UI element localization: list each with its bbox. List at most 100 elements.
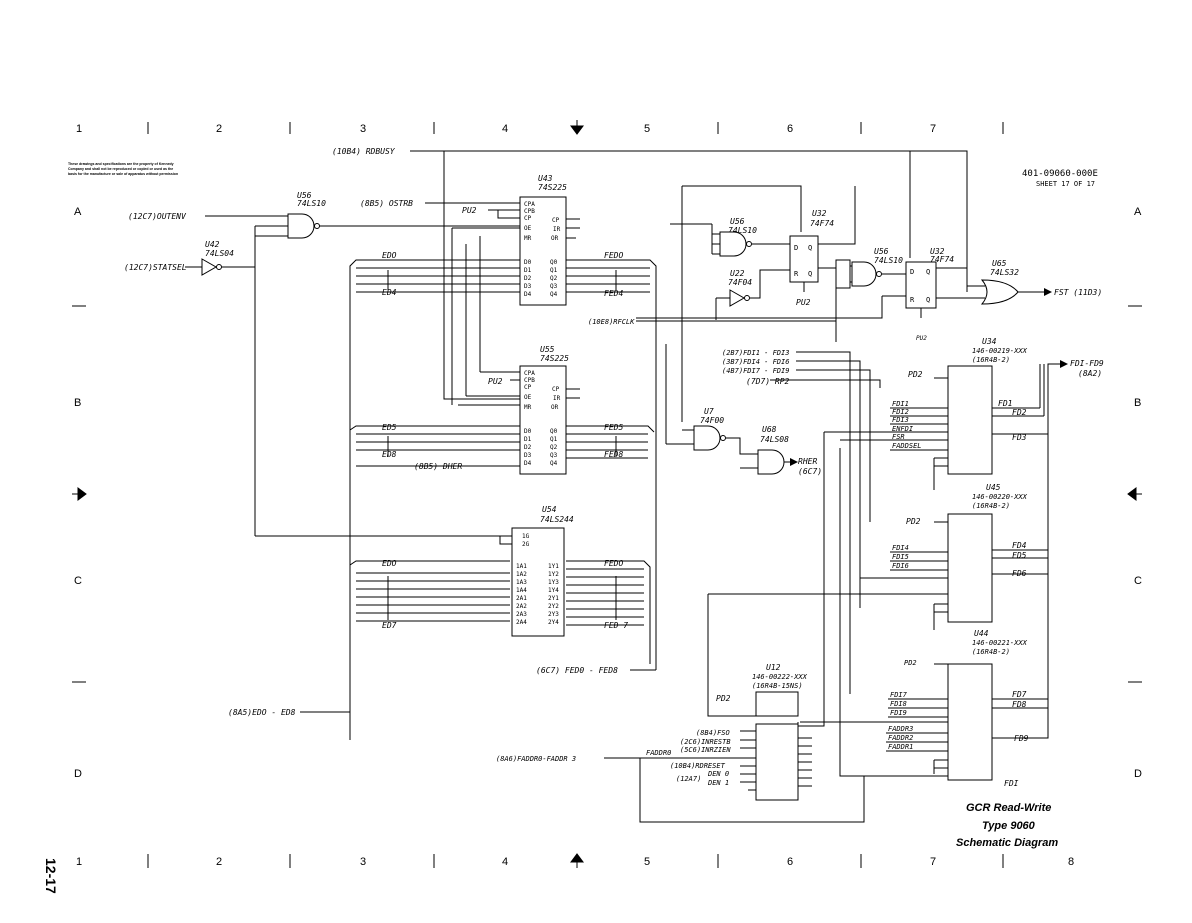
sheet-label: SHEET 17 OF 17 — [1036, 180, 1095, 188]
u22-gate — [729, 289, 746, 307]
u12-in-rdreset: (10B4)RDRESET — [670, 762, 726, 770]
u45-wires — [708, 521, 948, 630]
u34-in-faddsel: FADDSEL — [892, 442, 922, 450]
grid-col-2: 2 — [216, 123, 222, 135]
copyright-notice: These drawings and specifications are th… — [68, 162, 178, 176]
label-ed5: ED5 — [382, 423, 397, 432]
u43-pin-cpa: CPA — [524, 201, 535, 208]
label-ed4: ED4 — [382, 288, 397, 297]
u22-wires — [715, 269, 790, 320]
u44-in-faddr3: FADDR3 — [888, 725, 913, 733]
u34-ref: U34 — [982, 337, 997, 346]
grid-row-b-right: B — [1134, 397, 1141, 409]
u43-pin-d3: D3 — [524, 283, 532, 290]
u65-part: 74LS32 — [990, 268, 1019, 277]
u45-in-fdi6: FDI6 — [892, 562, 909, 570]
u54-pin-1a2: 1A2 — [516, 571, 527, 578]
copyright-line-2: Company and shall not be reproduced or c… — [68, 167, 173, 171]
u56b-ref: U56 — [730, 217, 745, 226]
u43-pin-cpb: CPB — [524, 208, 535, 215]
u55-pin-cpa: CPA — [524, 370, 535, 377]
u32b-pu2: PU2 — [916, 335, 927, 342]
u44-fd8: FD8 — [1012, 700, 1027, 709]
u32a-part: 74F74 — [810, 219, 834, 228]
u44-chip — [947, 663, 993, 781]
u43-pin-oe: OE — [524, 225, 532, 232]
u12-clock-section — [755, 691, 799, 717]
label-ed7: ED7 — [382, 621, 397, 630]
grid-col-5: 5 — [644, 123, 650, 135]
u56c-gate — [851, 261, 877, 287]
u55-pin-q2: Q2 — [550, 444, 558, 451]
u43-chip — [519, 196, 567, 306]
u32a-pu2: PU2 — [796, 298, 811, 307]
u42-bubble — [216, 264, 222, 270]
u54-pin-2y3: 2Y3 — [548, 611, 559, 618]
label-fst: FST (11D3) — [1054, 288, 1102, 297]
grid-row-c-left: C — [74, 575, 82, 587]
u44-fdi-end: FDI — [1004, 779, 1019, 788]
label-rfclk: (10E8)RFCLK — [588, 318, 635, 326]
u54-pin-2a1: 2A1 — [516, 595, 527, 602]
u56b-bubble — [746, 241, 752, 247]
u56a-gate — [287, 213, 315, 239]
u45-inputs: FDI4 FDI5 FDI6 — [892, 544, 909, 570]
u34-part: 146-00219-XXX — [972, 347, 1028, 355]
grid-bcol-2: 2 — [216, 856, 222, 868]
u43-pin-cp: CP — [524, 215, 532, 222]
u12-in-den0: DEN 0 — [707, 770, 729, 778]
u7-bubble — [720, 435, 726, 441]
u7-gate — [693, 425, 721, 451]
u54-pin-2a3: 2A3 — [516, 611, 527, 618]
u43-pin-q3: Q3 — [550, 283, 558, 290]
u32b-d: D — [910, 268, 914, 276]
grid-bcol-8: 8 — [1068, 856, 1074, 868]
label-statsel: (12C7)STATSEL — [124, 263, 187, 272]
u54-pin-1a1: 1A1 — [516, 563, 527, 570]
label-fdi4-6: (3B7)FDI4 - FDI6 — [722, 358, 789, 366]
u43-pin-d4: D4 — [524, 291, 532, 298]
u12-in-inrestb: (2C6)INRESTB — [680, 738, 731, 746]
u55-pin-d3: D3 — [524, 452, 532, 459]
u7-wires — [665, 344, 758, 455]
u55-pin-d1: D1 — [524, 436, 532, 443]
u43-control-wires — [488, 209, 580, 239]
u44-wires — [800, 448, 948, 777]
fdi-input-nets — [770, 351, 881, 694]
u54-pin-2a4: 2A4 — [516, 619, 527, 626]
label-ostrb: (8B5) OSTRB — [360, 199, 413, 208]
label-fdi1-3: (2B7)FDI1 - FDI3 — [722, 349, 789, 357]
u54-pin-2g: 2G — [522, 541, 530, 548]
u32a-d: D — [794, 244, 798, 252]
u54-pin-2y4: 2Y4 — [548, 619, 559, 626]
u56c-ref: U56 — [874, 247, 889, 256]
u43-pin-d2: D2 — [524, 275, 532, 282]
label-edo-2: EDO — [382, 559, 397, 568]
u56c-part: 74LS10 — [874, 256, 903, 265]
u12-pd2: PD2 — [716, 694, 731, 703]
u45-fd5: FD5 — [1012, 551, 1027, 560]
label-ed8: ED8 — [382, 450, 397, 459]
u34-pd2: PD2 — [908, 370, 923, 379]
u54-pins-left: 1G 2G 1A1 1A2 1A3 1A4 2A1 2A2 2A3 2A4 — [516, 533, 530, 626]
u32a-q: Q — [808, 244, 812, 252]
u43-pin-ir: IR — [553, 226, 561, 233]
label-fedo-2: FEDO — [604, 559, 623, 568]
label-fed5: FED5 — [604, 423, 623, 432]
grid-bcol-4: 4 — [502, 856, 508, 868]
u65-ref: U65 — [992, 259, 1007, 268]
u43-pin-q2: Q2 — [550, 275, 558, 282]
label-fedo-fed8: (6C7) FED0 - FED8 — [536, 666, 618, 675]
u12-in-inrzien: (5C6)INRZIEN — [680, 746, 731, 754]
u55-pu2: PU2 — [488, 377, 503, 386]
u44-in-fdi7: FDI7 — [890, 691, 908, 699]
grid-bcol-3: 3 — [360, 856, 366, 868]
fst-arrow-icon — [1044, 288, 1052, 296]
u54-pin-1g: 1G — [522, 533, 530, 540]
grid-col-1: 1 — [76, 123, 82, 135]
u55-pins-right: CP IR OR Q0 Q1 Q2 Q3 Q4 — [550, 386, 561, 467]
u12-ref: U12 — [766, 663, 781, 672]
u68-ref: U68 — [762, 425, 777, 434]
u12-in-fso: (8B4)FSO — [696, 729, 730, 737]
grid-row-a-left: A — [74, 206, 82, 218]
